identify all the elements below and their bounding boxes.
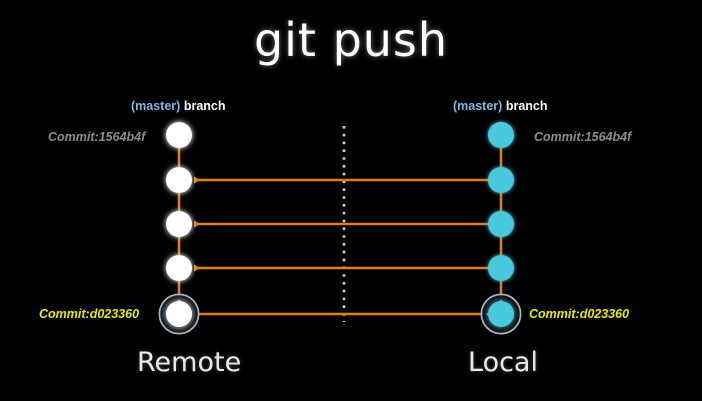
- remote-nodes: [158, 122, 200, 335]
- push-arrows: [194, 176, 501, 318]
- head-ring-local-outer: [480, 293, 522, 335]
- head-ring-remote-outer: [158, 293, 200, 335]
- commit-node-local-5-head[interactable]: [488, 301, 514, 327]
- local-nodes: [480, 122, 522, 335]
- commit-node-remote-2[interactable]: [166, 167, 192, 193]
- commit-node-local-2[interactable]: [488, 167, 514, 193]
- commit-node-remote-1[interactable]: [166, 122, 192, 148]
- branch-name-remote: (master): [131, 99, 181, 113]
- branch-word-local: branch: [505, 99, 548, 113]
- commit-hash-local-head: Commit:d023360: [529, 307, 630, 321]
- branch-name-local: (master): [453, 99, 503, 113]
- commit-hash-remote-top: Commit:1564b4f: [48, 130, 146, 144]
- head-ring-local-inner: [482, 295, 520, 333]
- commit-node-local-4[interactable]: [488, 255, 514, 281]
- commit-node-remote-4[interactable]: [166, 255, 192, 281]
- branch-word-remote: branch: [183, 99, 226, 113]
- commit-node-local-3[interactable]: [488, 211, 514, 237]
- head-ring-remote-inner: [160, 295, 198, 333]
- branch-label-remote: (master) branch: [131, 99, 226, 114]
- commit-hash-remote-head: Commit:d023360: [39, 307, 140, 321]
- branch-label-local: (master) branch: [453, 99, 548, 114]
- commit-node-remote-5-head[interactable]: [166, 301, 192, 327]
- commit-hash-local-top: Commit:1564b4f: [534, 130, 632, 144]
- commit-node-remote-3[interactable]: [166, 211, 192, 237]
- commit-node-local-1[interactable]: [488, 122, 514, 148]
- side-label-local: Local: [468, 347, 538, 378]
- page-title: git push: [253, 13, 449, 67]
- side-label-remote: Remote: [137, 347, 242, 378]
